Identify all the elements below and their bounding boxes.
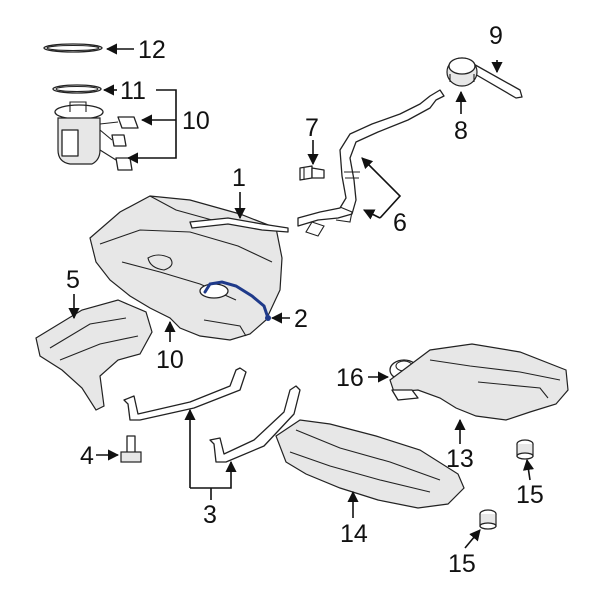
part-11-lock-ring bbox=[52, 84, 102, 94]
callout-labels: 12 11 10 9 8 7 6 1 2 5 10 4 3 16 13 14 1… bbox=[66, 22, 544, 578]
part-6-filler-neck bbox=[297, 89, 445, 237]
callout-10-upper: 10 bbox=[182, 107, 210, 135]
callout-8: 8 bbox=[454, 117, 468, 145]
callout-11: 11 bbox=[120, 77, 146, 105]
callout-6: 6 bbox=[393, 209, 407, 237]
callout-15-right: 15 bbox=[516, 481, 544, 509]
part-8-filler-cap bbox=[446, 57, 478, 87]
part-14-floor-shield bbox=[275, 419, 465, 509]
part-15-nut-right bbox=[516, 439, 534, 460]
callout-9: 9 bbox=[489, 22, 503, 50]
part-15-nut-bottom bbox=[479, 509, 497, 530]
leader-lines bbox=[68, 43, 535, 549]
callout-13: 13 bbox=[446, 445, 474, 473]
part-2-fuel-line bbox=[203, 280, 271, 321]
callout-10-lower: 10 bbox=[156, 346, 184, 374]
part-3-tank-strap-rear bbox=[209, 385, 301, 463]
part-10-fuel-tank bbox=[89, 195, 289, 341]
callout-15-bottom: 15 bbox=[448, 550, 476, 578]
callout-2: 2 bbox=[294, 305, 308, 333]
callout-4: 4 bbox=[80, 442, 94, 470]
callout-12: 12 bbox=[138, 36, 166, 64]
part-4-bolt bbox=[120, 435, 142, 463]
part-13-floor-shield bbox=[389, 343, 569, 421]
part-3-tank-strap-front bbox=[123, 367, 247, 421]
callout-16: 16 bbox=[336, 364, 364, 392]
part-12-seal-ring bbox=[43, 43, 103, 53]
callout-14: 14 bbox=[340, 520, 368, 548]
part-7-fitting bbox=[299, 165, 325, 181]
part-5-heat-shield bbox=[35, 299, 153, 411]
part-10-fuel-pump-module bbox=[54, 101, 139, 171]
callout-3: 3 bbox=[203, 501, 217, 529]
callout-1: 1 bbox=[232, 164, 246, 192]
callout-7: 7 bbox=[305, 114, 319, 142]
callout-5: 5 bbox=[66, 266, 80, 294]
